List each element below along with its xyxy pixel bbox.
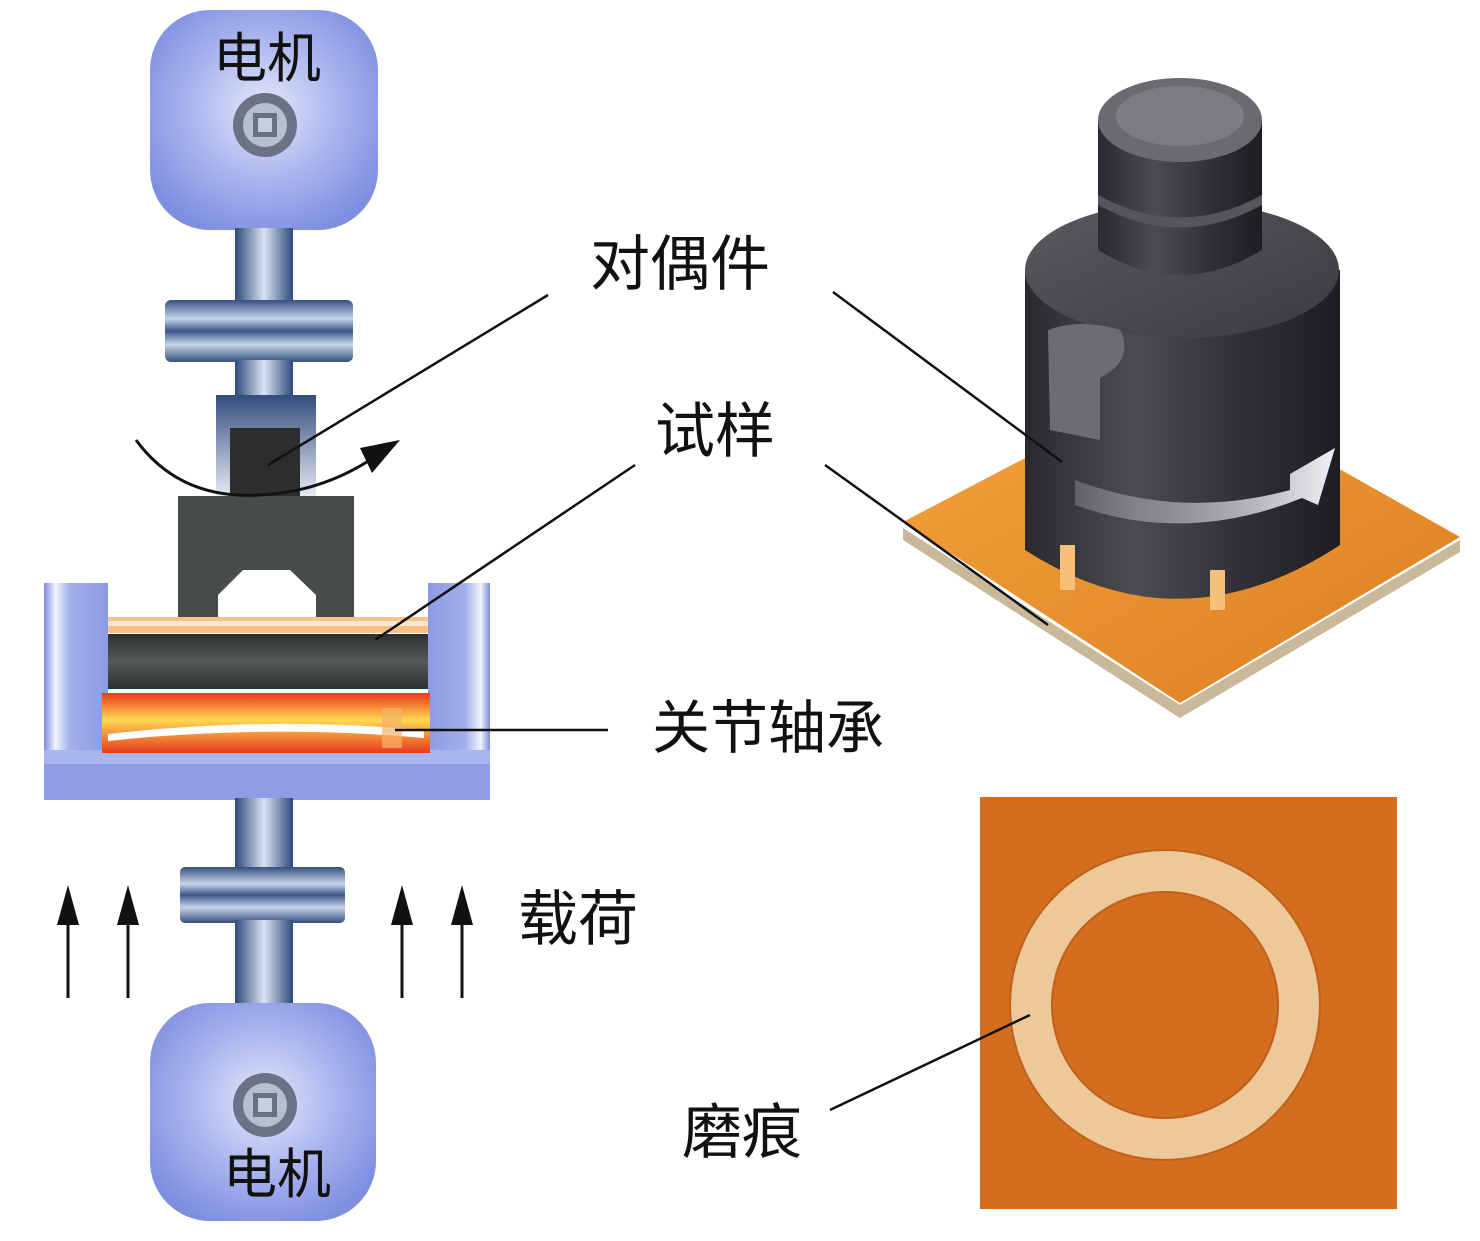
lower-flange [180,867,345,923]
curved-arrow-icon [1075,448,1335,524]
up-arrow-icon [391,885,413,998]
wear-scar-label: 磨痕 [682,1098,802,1168]
leader-lines [267,290,1063,1112]
specimen-leader-left [374,463,636,642]
joint-bearing [102,693,430,753]
bottom-motor [150,1003,376,1221]
wear-scar-image [980,797,1397,1209]
joint-bearing-label: 关节轴承 [652,694,884,762]
specimen-bar [108,634,428,689]
upper-shaft-lower [235,360,293,400]
upper-flange [165,300,353,362]
specimen-leader-right [824,463,1049,627]
counterpart-leader-left [267,293,549,467]
wear-scar-ring [1011,851,1319,1159]
motor-bottom-label: 电机 [223,1143,331,1206]
bearing-housing [44,583,490,800]
lower-shaft [235,798,293,870]
load-label: 载荷 [518,885,638,955]
specimen-label: 试样 [655,397,775,467]
test-rig-schematic [44,10,490,1221]
pin-on-plate-3d [903,78,1460,718]
rotation-arrow-icon [134,439,400,497]
counterpart-leader-right [832,290,1063,464]
counterpart-label: 对偶件 [590,230,770,300]
up-arrow-icon [451,885,473,998]
upper-pin [1098,120,1262,275]
specimen-clamp [178,496,354,618]
load-arrows [57,885,473,998]
motor-top-label: 电机 [213,27,321,90]
wear-scar-leader [829,1013,1031,1112]
upper-shaft [235,228,293,303]
counterpart-block [230,428,300,496]
up-arrow-icon [57,885,79,998]
top-motor [150,10,378,230]
lower-shaft-lower [235,920,293,1005]
up-arrow-icon [117,885,139,998]
